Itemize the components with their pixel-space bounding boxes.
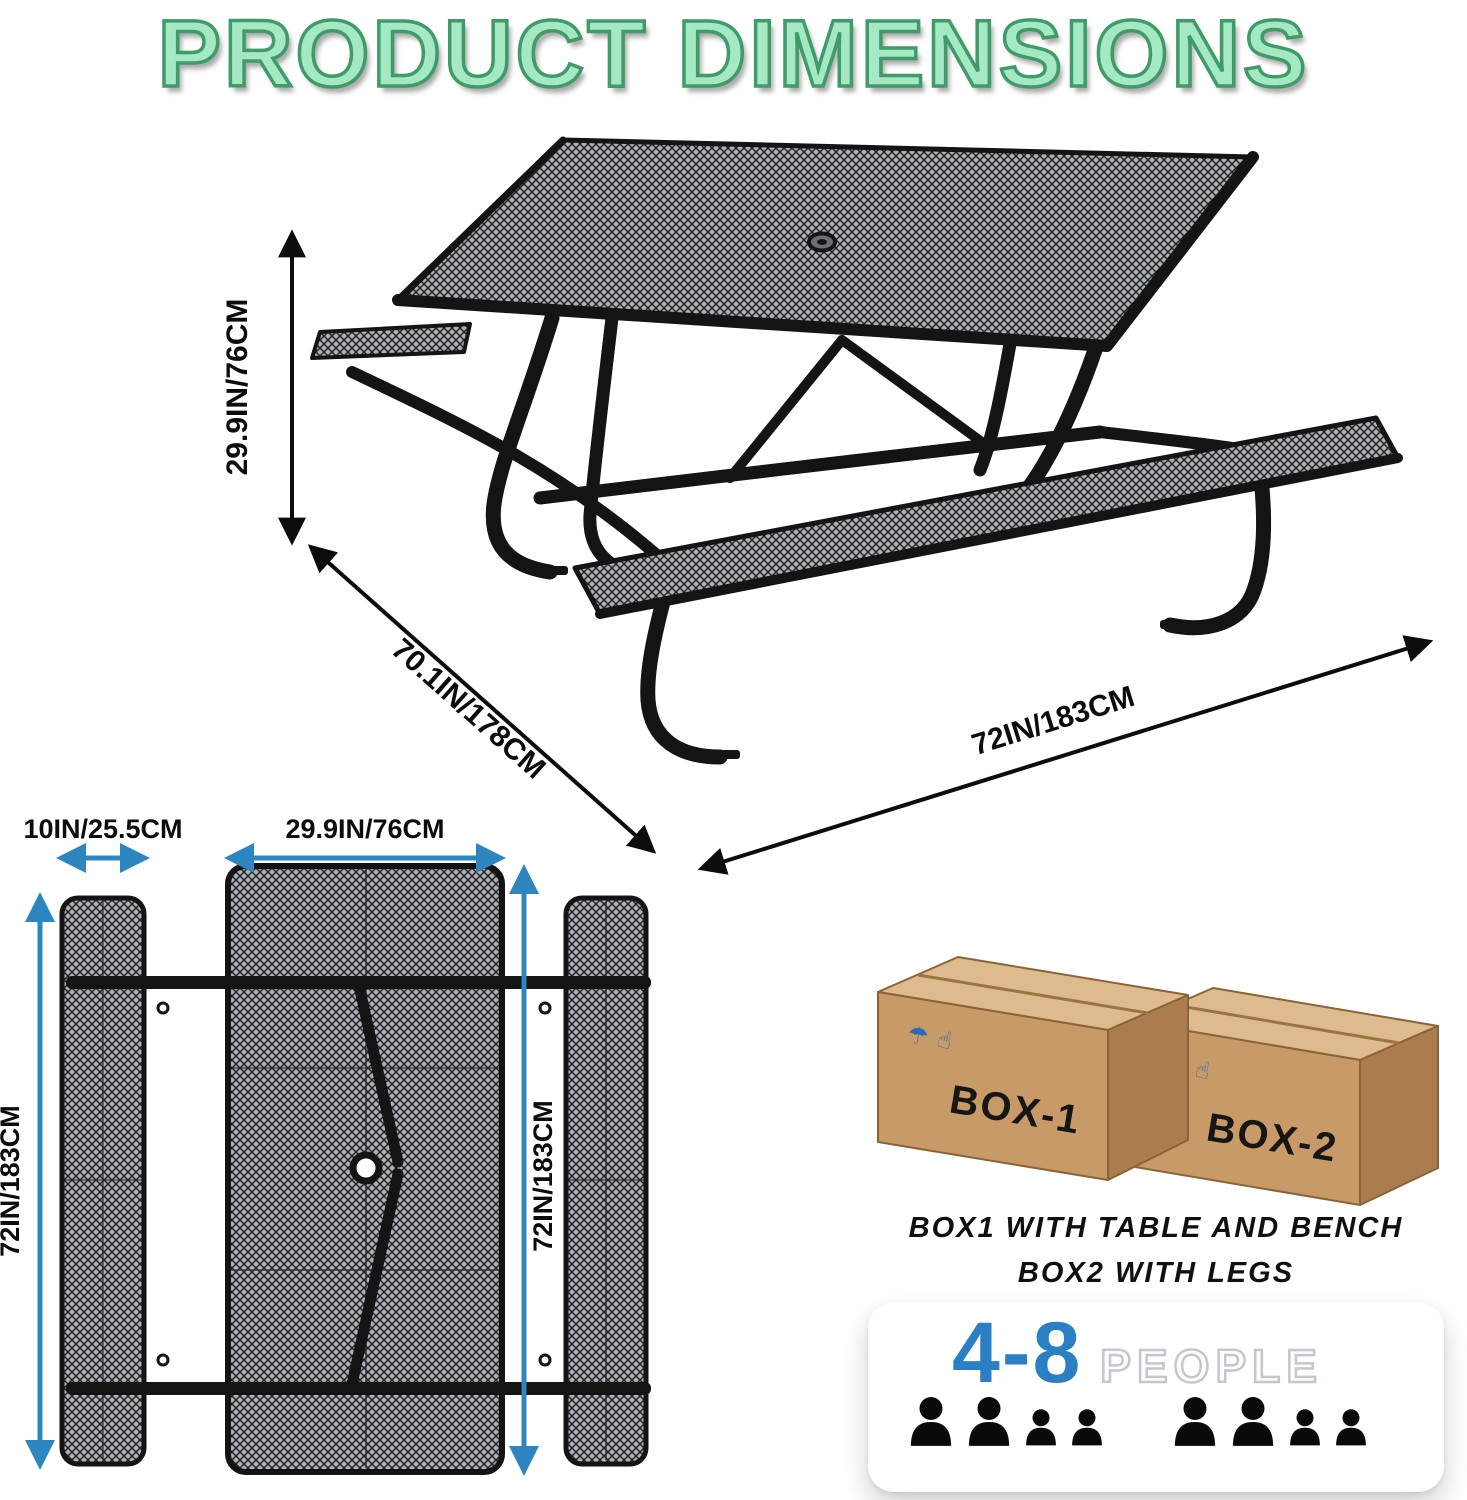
person-icon — [968, 1397, 1010, 1446]
top-view-umbrella-hole — [349, 1151, 383, 1185]
anchor-tab — [714, 750, 740, 759]
people-group-gap — [1116, 1445, 1160, 1446]
person-icon — [1290, 1409, 1320, 1446]
perspective-view: 29.9IN/76CM 70.1IN/178CM 72IN/183CM — [221, 136, 1434, 875]
top-view-arrows — [25, 843, 539, 1476]
person-icon — [1336, 1409, 1366, 1446]
top-crossbar — [66, 976, 651, 989]
bench-leg — [1162, 444, 1272, 636]
packaging-note-line1: BOX1 WITH TABLE AND BENCH — [908, 1212, 1404, 1244]
length-arrow — [697, 635, 1434, 875]
page-title: PRODUCT DIMENSIONS — [156, 0, 1310, 109]
person-icon — [1026, 1409, 1056, 1446]
bench-support-tube — [346, 366, 671, 568]
people-icons-row — [908, 1396, 1444, 1446]
table-length-label: 72IN/183CM — [528, 1100, 558, 1252]
top-view: 10IN/25.5CM 29.9IN/76CM 72IN/183CM 72IN/… — [0, 814, 651, 1476]
near-bench-front-edge — [595, 453, 1403, 619]
box2-top-seam — [1173, 1003, 1400, 1045]
capacity-label: PEOPLE — [1099, 1339, 1323, 1394]
table-width-label: 29.9IN/76CM — [285, 814, 444, 844]
person-icon — [1174, 1397, 1216, 1446]
table-leg — [973, 337, 1017, 477]
capacity-headline: 4-8 PEOPLE — [952, 1310, 1444, 1396]
depth-arrow — [307, 544, 657, 854]
person-icon — [1072, 1409, 1102, 1446]
height-dimension-label: 29.9IN/76CM — [221, 299, 254, 476]
depth-dimension-label: 70.1IN/178CM — [385, 632, 552, 785]
bench-length-label: 72IN/183CM — [0, 1105, 25, 1257]
far-bench-seat — [310, 322, 472, 360]
umbrella-icon: ☂ — [905, 1020, 931, 1051]
top-view-brace — [346, 1168, 404, 1390]
capacity-card: 4-8 PEOPLE — [868, 1302, 1444, 1492]
dimension-arrows — [278, 229, 1434, 875]
packaging-note: BOX1 WITH TABLE AND BENCH BOX2 WITH LEGS — [856, 1206, 1456, 1296]
handle-with-care-icon: ☝ — [935, 1025, 954, 1055]
shipping-boxes: ☂ ☝ BOX-2 ☂ ☝ BOX-1 — [877, 956, 1439, 1206]
length-dimension-label: 72IN/183CM — [968, 680, 1139, 762]
anchor-tab — [544, 566, 568, 575]
anchor-tab — [1160, 620, 1184, 629]
box-2 — [1134, 987, 1439, 1206]
frame-brace — [837, 335, 995, 453]
bench-width-label: 10IN/25.5CM — [23, 814, 182, 844]
mount-tabs — [156, 1001, 552, 1367]
packaging-note-line2: BOX2 WITH LEGS — [1017, 1256, 1295, 1289]
person-icon — [910, 1397, 952, 1446]
box1-top-seam — [917, 973, 1149, 1015]
handle-with-care-icon: ☝ — [1193, 1055, 1212, 1085]
umbrella-hole-center — [817, 239, 827, 245]
person-icon — [1232, 1397, 1274, 1446]
box-1 — [877, 956, 1189, 1181]
bottom-crossbar — [66, 1382, 651, 1395]
capacity-range: 4-8 — [952, 1305, 1083, 1401]
frame-brace — [725, 335, 847, 483]
tabletop-front-edge — [392, 151, 1259, 352]
frame-long-tube — [533, 425, 1107, 505]
top-view-brace — [354, 984, 404, 1168]
box1-front-face — [877, 991, 1109, 1181]
tabletop-left-edge — [394, 136, 567, 304]
